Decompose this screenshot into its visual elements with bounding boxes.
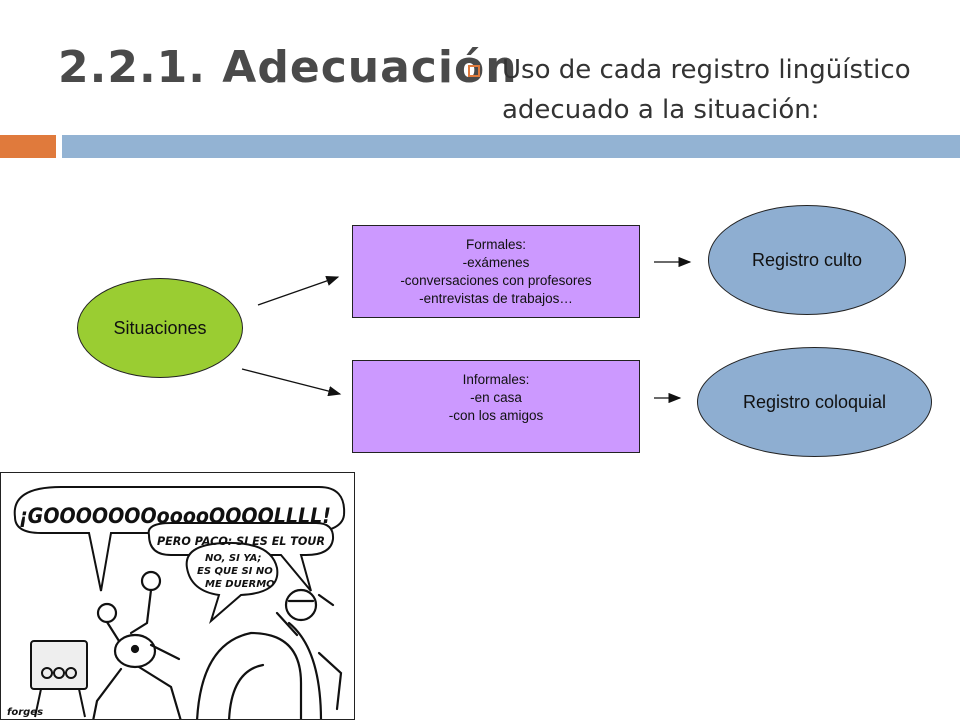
informales-line: -con los amigos [448,408,544,423]
cartoon-signature: forges [7,707,43,718]
slide-title: 2.2.1. Adecuación [58,42,518,93]
cartoon-speech-3c: ME DUERMO [205,579,275,590]
cartoon-speech-3a: NO, SI YA; [205,553,262,564]
registro-culto-node: Registro culto [708,205,906,315]
formales-line: -conversaciones con profesores [400,273,592,288]
formales-line: -entrevistas de trabajos… [419,291,573,306]
formales-line: -exámenes [462,255,530,270]
informales-line: Informales: [462,372,530,387]
square-bullet-icon [468,65,480,77]
informales-line: -en casa [470,390,522,405]
cartoon-speech-1: ¡GOOOOOOOooooOOOOLLLL! [19,504,331,528]
arrow-situaciones-to-informales [241,368,342,397]
speech-bubble-2 [147,522,335,592]
speech-bubble-1 [13,486,346,592]
woman-in-armchair-figure [196,588,343,719]
speech-bubble-3 [185,541,279,625]
accent-bar-orange [0,135,56,158]
accent-bar-blue [62,135,960,158]
cheering-man-figure [92,570,182,719]
arrow-situaciones-to-formales [257,275,340,306]
cartoon-speech-2: PERO PACO: SI ES EL TOUR [157,534,325,548]
informales-box: Informales: -en casa -con los amigos [352,360,640,453]
slide-bullet-text: Uso de cada registro lingüístico adecuad… [502,55,911,125]
registro-coloquial-node: Registro coloquial [697,347,932,457]
cartoon-speech-3b: ES QUE SI NO [197,566,273,577]
situaciones-node: Situaciones [77,278,243,378]
cartoon-image: ¡GOOOOOOOooooOOOOLLLL! PERO PACO: SI ES … [0,472,355,720]
tv-icon [30,640,88,718]
formales-line: Formales: [465,237,526,252]
formales-box: Formales: -exámenes -conversaciones con … [352,225,640,318]
